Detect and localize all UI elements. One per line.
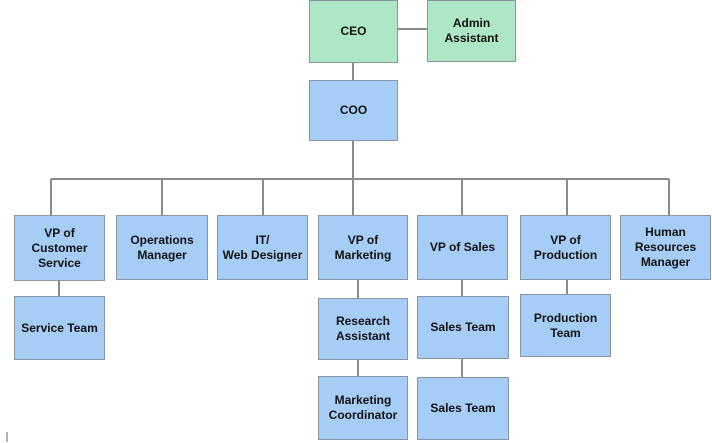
production-team-box: Production Team bbox=[520, 294, 611, 357]
vp-production-box: VP of Production bbox=[520, 215, 611, 280]
service-team-box: Service Team bbox=[14, 296, 105, 360]
sales-team-box-secondary: Sales Team bbox=[417, 377, 509, 440]
vp-sales-box: VP of Sales bbox=[417, 215, 508, 280]
admin-assistant-box: Admin Assistant bbox=[427, 0, 516, 62]
operations-manager-box: Operations Manager bbox=[116, 215, 208, 280]
hr-manager-box: Human Resources Manager bbox=[620, 215, 711, 280]
vp-marketing-box: VP of Marketing bbox=[318, 215, 408, 280]
marketing-coordinator-box: Marketing Coordinator bbox=[318, 376, 408, 440]
research-assistant-box: Research Assistant bbox=[318, 298, 408, 360]
vp-customer-service-box: VP of Customer Service bbox=[14, 215, 105, 281]
sales-team-box: Sales Team bbox=[417, 296, 509, 359]
it-web-designer-box: IT/ Web Designer bbox=[217, 215, 308, 280]
ceo-box: CEO bbox=[309, 0, 398, 63]
coo-box: COO bbox=[309, 80, 398, 141]
